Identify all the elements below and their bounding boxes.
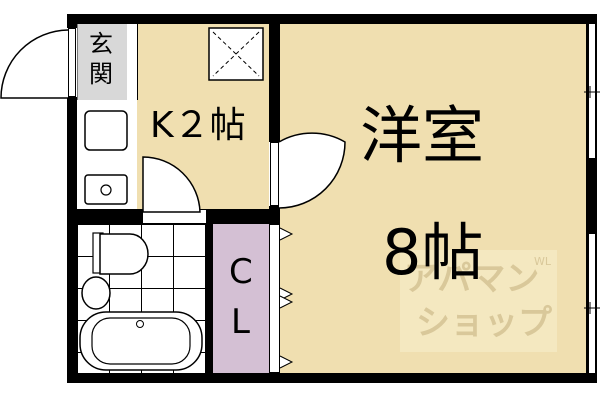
right-window-1 (588, 24, 596, 158)
wall-bath-closet (205, 224, 213, 374)
kitchen-door-swing (142, 156, 201, 213)
closet-area (213, 224, 269, 373)
entrance-door-swing (0, 29, 69, 99)
watermark-line2: ショップ (416, 303, 552, 343)
room-door-swing (278, 132, 346, 209)
entrance-door-gap (68, 28, 76, 97)
watermark-badge: WL (534, 255, 552, 268)
toilet-icon (99, 233, 149, 275)
watermark-line1: アパマン (404, 259, 540, 299)
genkan-label-2: 関 (89, 60, 113, 88)
closet-label-l: L (231, 302, 250, 342)
genkan-strip (127, 24, 138, 100)
western-room-label: 洋室 (360, 99, 485, 172)
sink-icon (84, 110, 128, 151)
wall-left-upper (67, 14, 77, 28)
wall-left-lower (67, 97, 77, 383)
western-room-size-label: 8帖 (382, 216, 484, 289)
wash-basin-icon (81, 276, 111, 310)
genkan-label-1: 玄 (89, 30, 113, 58)
stove-icon (84, 174, 128, 205)
kitchen-label: K２帖 (150, 105, 246, 146)
closet-door-strip (269, 224, 280, 373)
wall-bottom (67, 373, 597, 383)
right-window-2 (588, 234, 596, 373)
watermark-box (400, 250, 557, 352)
room-door-gap (270, 142, 279, 206)
wall-mid-vertical-upper (269, 14, 280, 142)
wall-top (67, 14, 597, 24)
wall-right (586, 14, 597, 383)
closet-door-marker (279, 227, 294, 241)
closet-label-c: C (229, 252, 253, 292)
